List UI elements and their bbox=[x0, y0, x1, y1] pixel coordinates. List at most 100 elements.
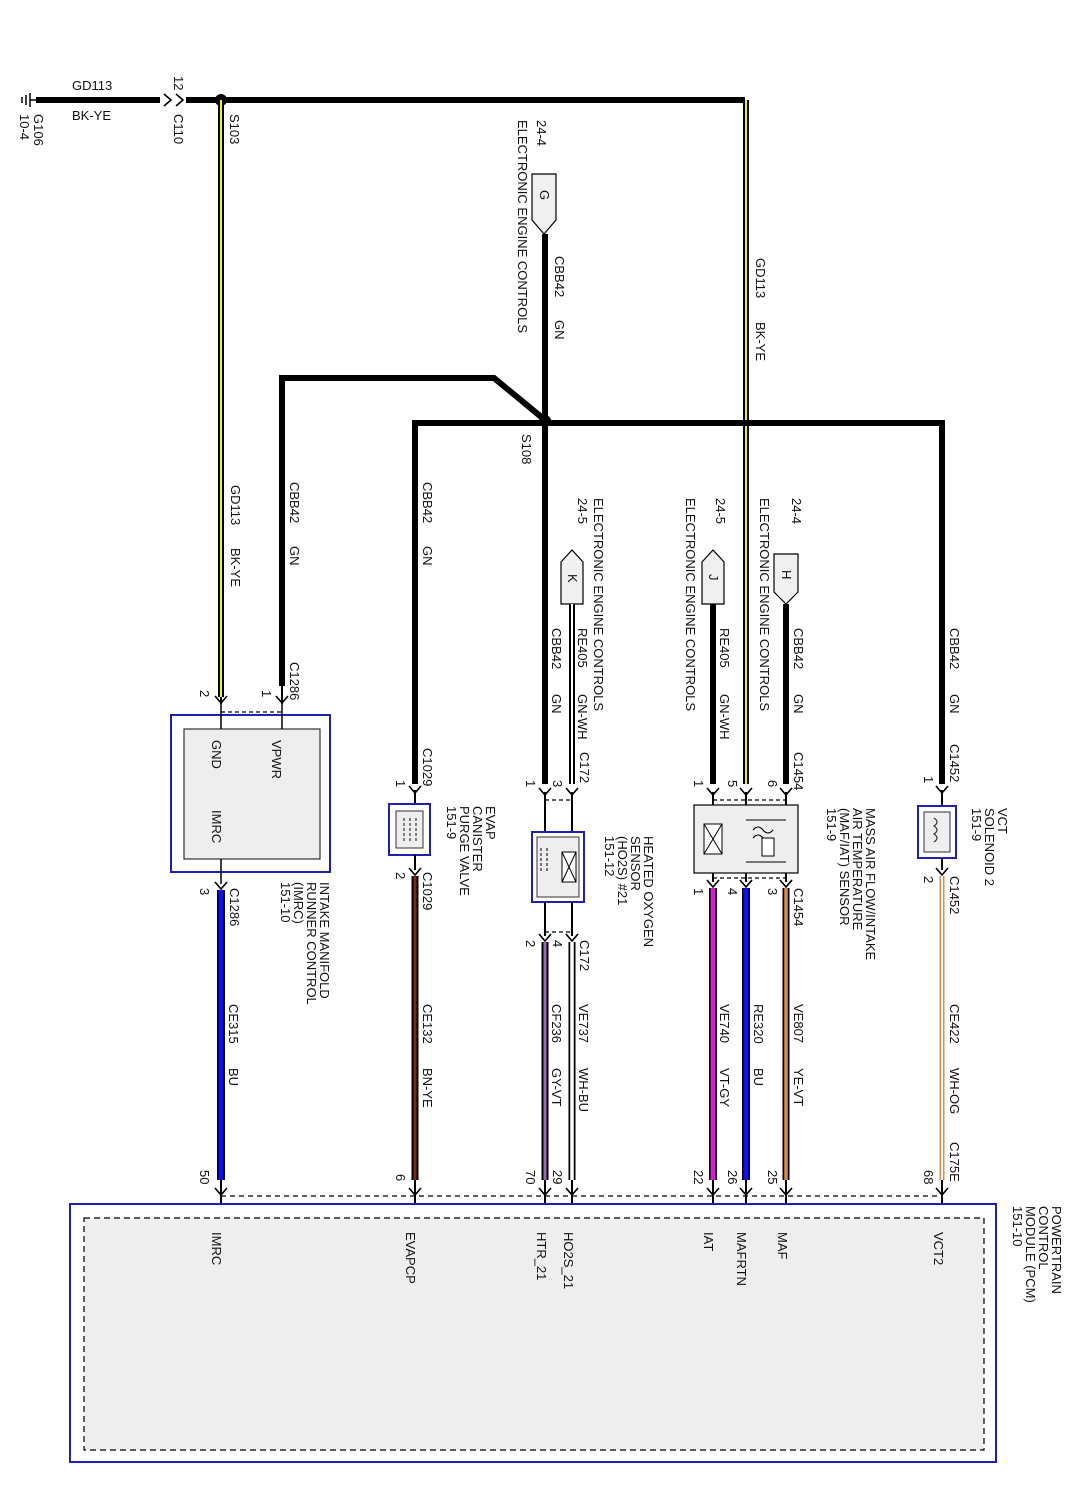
imrc-pin-imrc: IMRC bbox=[209, 810, 224, 843]
re405-maf-circuit: RE405 bbox=[717, 628, 732, 668]
pcm-pin-mafrtn: 26 bbox=[725, 1170, 740, 1184]
ref-j-tag bbox=[701, 549, 725, 605]
pcm-signal-iat: IAT bbox=[701, 1232, 716, 1251]
pcm-pin-evapcp: 6 bbox=[393, 1174, 408, 1181]
cbb42-imrc-circuit: CBB42 bbox=[287, 482, 302, 523]
pcm-name-1: POWERTRAIN bbox=[1049, 1206, 1064, 1294]
ref-g-tag bbox=[531, 173, 557, 235]
ref-h-tag bbox=[773, 553, 799, 605]
cbb42-evap-circuit: CBB42 bbox=[420, 482, 435, 523]
pcm-signal-mafrtn: MAFRTN bbox=[734, 1232, 749, 1286]
ho2s-connector-bottom: C172 bbox=[577, 940, 592, 971]
pcm-signal-ho2s21: HO2S_21 bbox=[561, 1232, 576, 1289]
pcm-signal-maf: MAF bbox=[775, 1232, 790, 1260]
maf-pin4: 4 bbox=[725, 888, 740, 895]
maf-pin1-top: 1 bbox=[691, 780, 706, 787]
ref-k-page: 24-5 bbox=[575, 498, 590, 524]
maf-pin6: 6 bbox=[765, 780, 780, 787]
gd113-vert-color: BK-YE bbox=[753, 322, 768, 361]
ground-id: G106 bbox=[31, 114, 46, 146]
ref-k-tag bbox=[560, 549, 584, 605]
maf-connector-top: C1454 bbox=[791, 752, 806, 790]
vct-pin1: 1 bbox=[921, 776, 936, 783]
cbb42-ho2s-color: GN bbox=[549, 694, 564, 714]
ho2s-component bbox=[531, 787, 585, 942]
imrc-name-1: INTAKE MANIFOLD bbox=[317, 882, 332, 999]
evap-connector-top: C1029 bbox=[420, 748, 435, 786]
gd113-imrc-circuit: GD113 bbox=[228, 485, 243, 525]
cbb42-evap-color: GN bbox=[420, 546, 435, 566]
cbb42-vct-circuit: CBB42 bbox=[947, 628, 962, 669]
ref-j-page: 24-5 bbox=[713, 498, 728, 524]
cbb42-maf-circuit: CBB42 bbox=[791, 628, 806, 669]
maf-pin5: 5 bbox=[725, 780, 740, 787]
cbb42-vct-color: GN bbox=[947, 694, 962, 714]
top-wire-color: BK-YE bbox=[72, 108, 111, 123]
gd113-vert-circuit: GD113 bbox=[753, 258, 768, 298]
re405-maf-color: GN-WH bbox=[717, 694, 732, 740]
ce422-circuit: CE422 bbox=[947, 1004, 962, 1044]
vct-connector-bottom: C1452 bbox=[947, 876, 962, 914]
ref-k-letter: K bbox=[565, 574, 580, 583]
ve740-color: VT-GY bbox=[717, 1068, 732, 1107]
maf-name-4: 151-9 bbox=[824, 808, 839, 841]
ve737-color: WH-BU bbox=[576, 1068, 591, 1112]
ho2s-pin4: 4 bbox=[550, 940, 565, 947]
c110-connector bbox=[163, 93, 185, 107]
pcm-connector-label: C175E bbox=[947, 1142, 962, 1182]
splice-s108 bbox=[539, 415, 551, 427]
s108-label: S108 bbox=[519, 434, 534, 464]
re320-circuit: RE320 bbox=[751, 1004, 766, 1044]
pcm-pin-vct2: 68 bbox=[921, 1170, 936, 1184]
maf-pin1: 1 bbox=[691, 888, 706, 895]
evap-name-2: CANISTER bbox=[470, 806, 485, 872]
pcm-pin-iat: 22 bbox=[691, 1170, 706, 1184]
imrc-component bbox=[170, 686, 331, 890]
gd113-imrc-color: BK-YE bbox=[228, 548, 243, 587]
pcm-signal-imrc: IMRC bbox=[209, 1232, 224, 1265]
evap-pin1: 1 bbox=[393, 780, 408, 787]
ho2s-pin2: 2 bbox=[523, 940, 538, 947]
ce315-circuit: CE315 bbox=[226, 1004, 241, 1044]
cf236-color: GY-VT bbox=[549, 1068, 564, 1107]
vct-name-3: 151-9 bbox=[969, 808, 984, 841]
evap-name-3: PURGE VALVE bbox=[457, 806, 472, 896]
imrc-pin3: 3 bbox=[197, 888, 212, 895]
maf-pin3: 3 bbox=[765, 888, 780, 895]
evap-pin2: 2 bbox=[393, 872, 408, 879]
ref-g-page: 24-4 bbox=[534, 120, 549, 146]
ho2s-pin3: 3 bbox=[550, 780, 565, 787]
evap-connector-bottom: C1029 bbox=[420, 872, 435, 910]
pcm-pin-maf: 25 bbox=[765, 1170, 780, 1184]
pcm-signal-vct2: VCT2 bbox=[931, 1232, 946, 1265]
ref-k-title: ELECTRONIC ENGINE CONTROLS bbox=[591, 498, 606, 711]
imrc-name-3: (IMRC) bbox=[291, 882, 306, 924]
ref-h-page: 24-4 bbox=[789, 498, 804, 524]
imrc-name-4: 151-10 bbox=[278, 882, 293, 922]
vct-name-1: VCT bbox=[995, 808, 1010, 834]
cbb42-maf-color: GN bbox=[791, 694, 806, 714]
maf-connector-bottom: C1454 bbox=[791, 888, 806, 926]
cbb42-g-circuit: CBB42 bbox=[552, 256, 567, 297]
ground-ref: 10-4 bbox=[17, 114, 32, 140]
c110-label: C110 bbox=[171, 114, 186, 144]
vct-pin2: 2 bbox=[921, 876, 936, 883]
ce132-color: BN-YE bbox=[420, 1068, 435, 1108]
evap-name-4: 151-9 bbox=[444, 806, 459, 839]
imrc-pin-vpwr: VPWR bbox=[269, 740, 284, 779]
ve807-color: YE-VT bbox=[791, 1068, 806, 1106]
ho2s-name-1: HEATED OXYGEN bbox=[641, 836, 656, 947]
re320-color: BU bbox=[751, 1068, 766, 1086]
pcm-module bbox=[69, 1180, 997, 1463]
ce422-color: WH-OG bbox=[947, 1068, 962, 1114]
ref-g-letter: G bbox=[537, 190, 552, 200]
vct-connector-top: C1452 bbox=[947, 744, 962, 782]
ho2s-name-3: (HO2S) #21 bbox=[615, 836, 630, 905]
cf236-circuit: CF236 bbox=[549, 1004, 564, 1043]
ce315-color: BU bbox=[226, 1068, 241, 1086]
imrc-connector-bottom: C1286 bbox=[227, 888, 242, 926]
ve740-circuit: VE740 bbox=[717, 1004, 732, 1043]
maf-component bbox=[693, 787, 799, 888]
ref-h-letter: H bbox=[779, 570, 794, 579]
